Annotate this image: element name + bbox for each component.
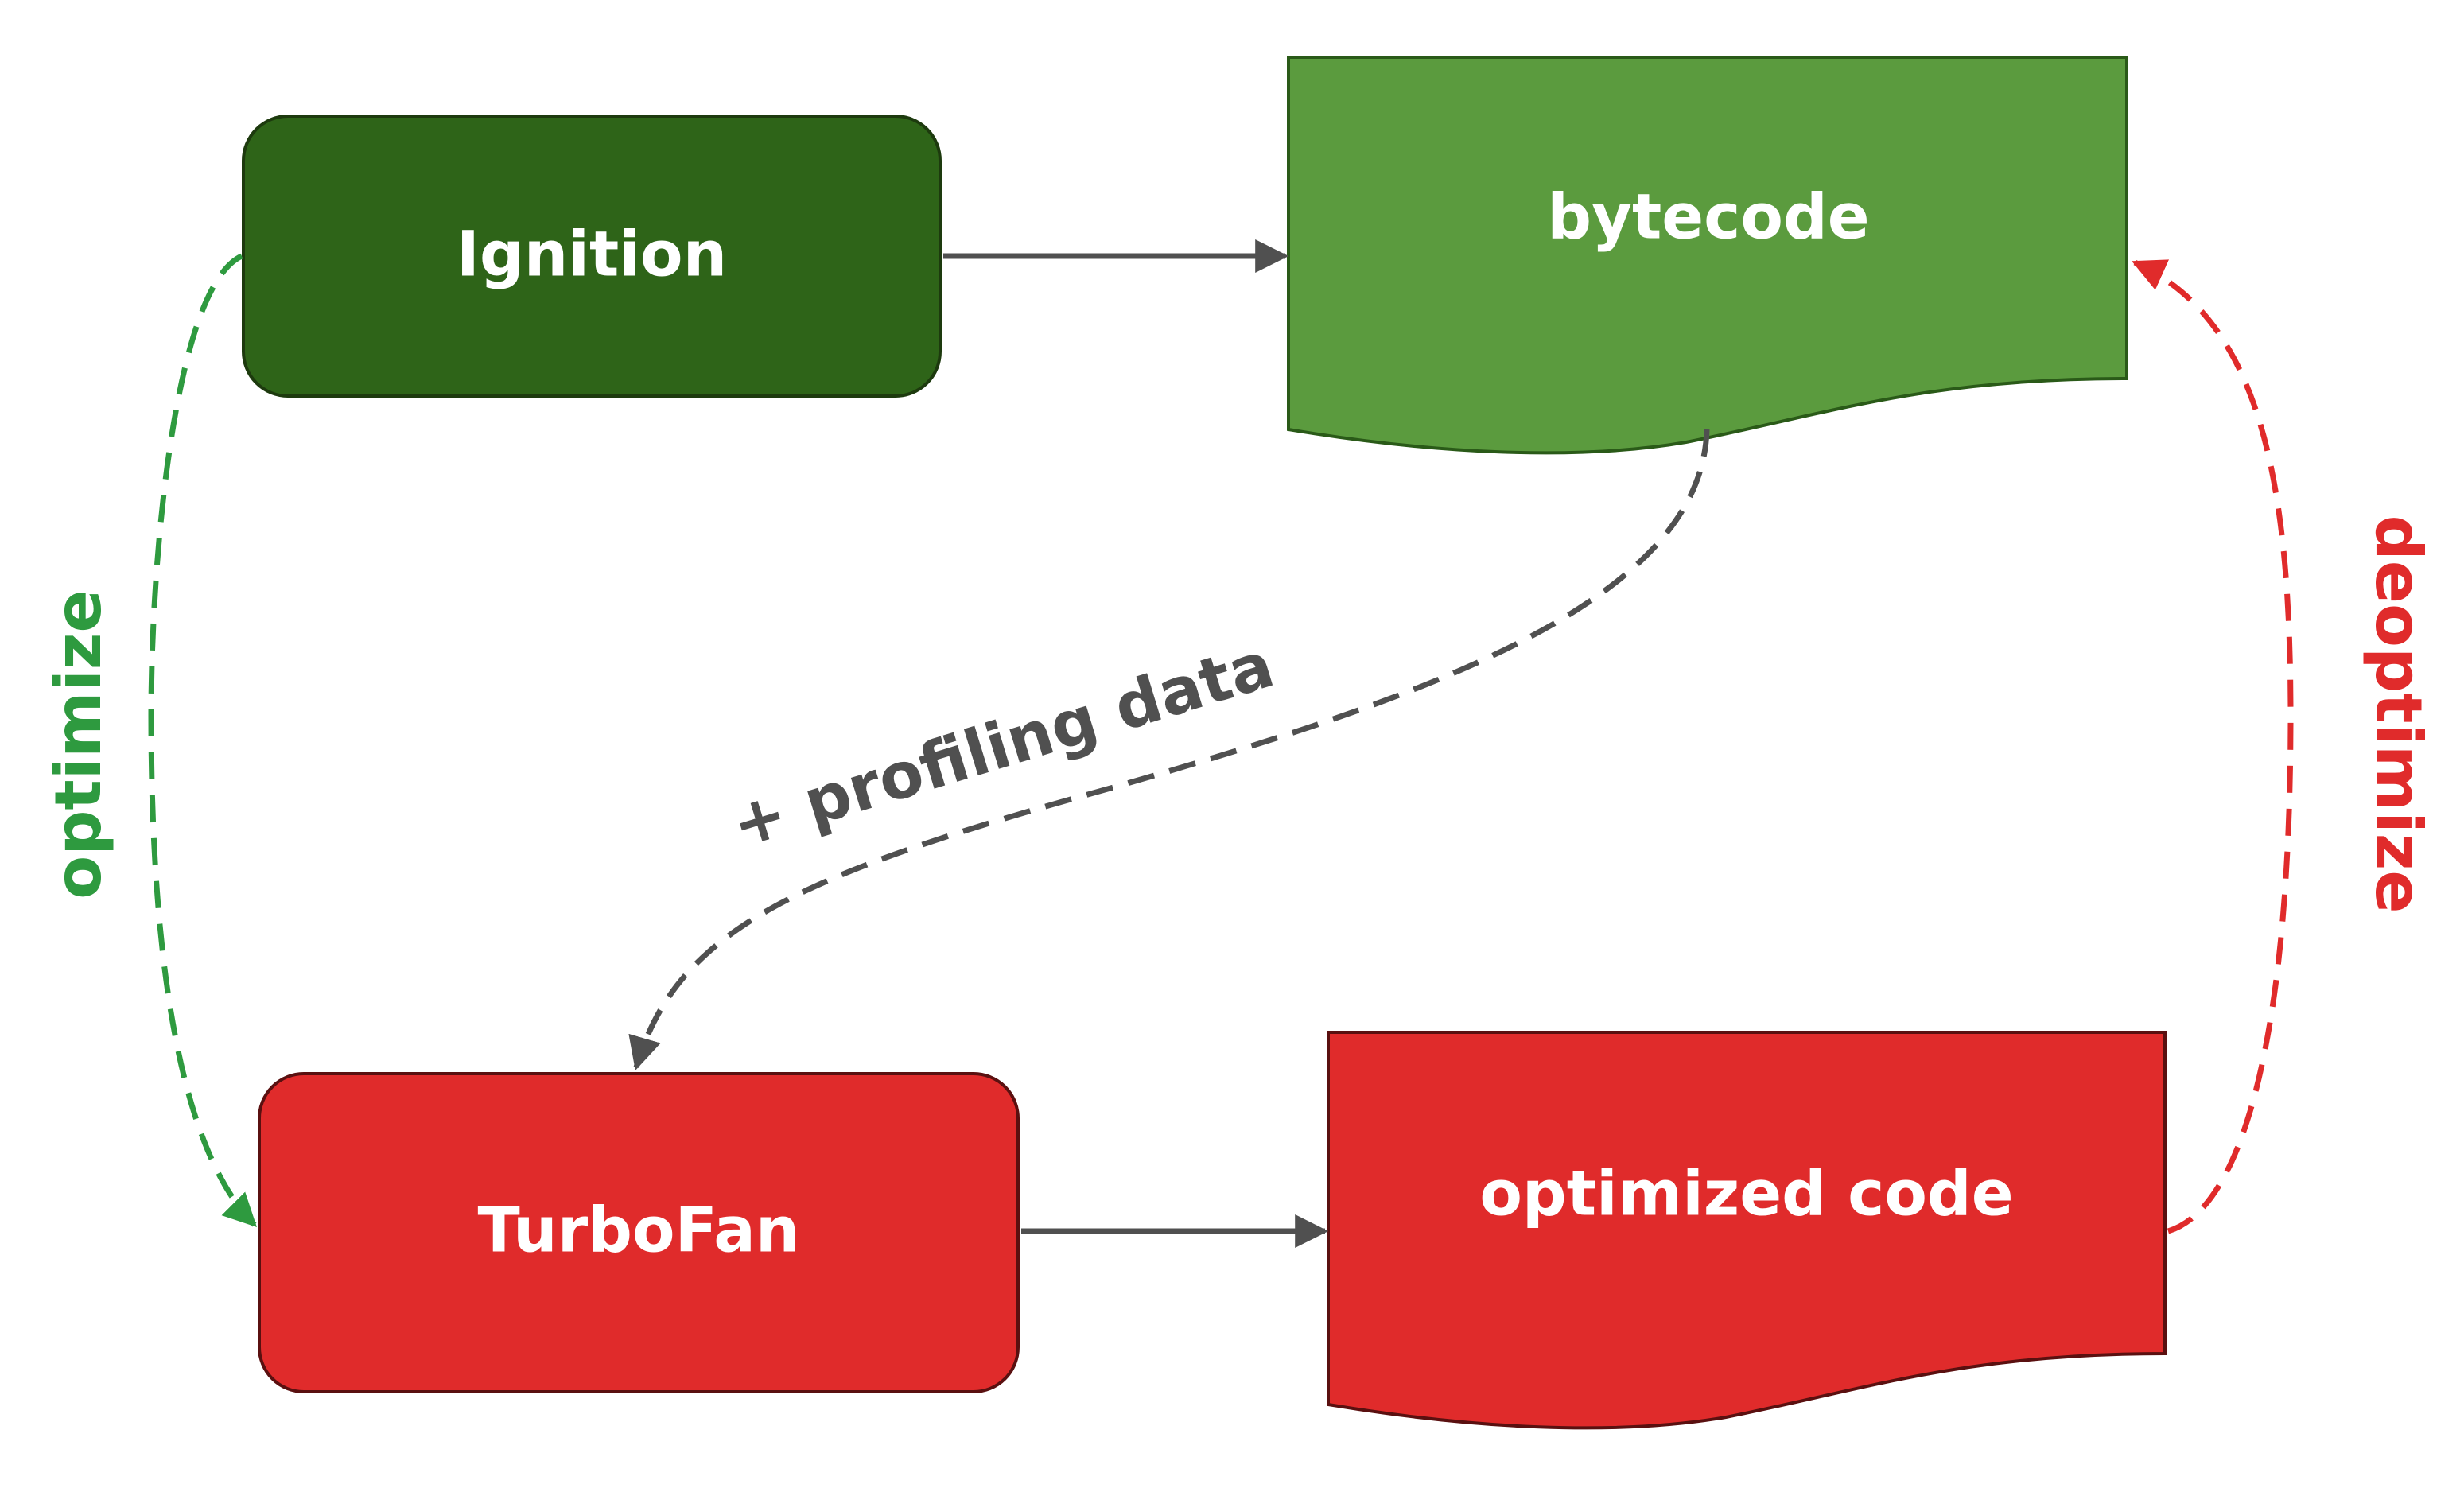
optimize-edge [148, 253, 257, 1227]
optimized-code-node: optimized code [1327, 1031, 2167, 1430]
optimize-label: optimize [41, 589, 115, 899]
bytecode-label: bytecode [1547, 181, 1869, 253]
optimized-code-label: optimized code [1479, 1158, 2013, 1230]
profiling-data-label: + profiling data [723, 627, 1282, 862]
turbofan-label: TurboFan [478, 1195, 800, 1266]
turbofan-node: TurboFan [258, 1072, 1020, 1393]
deoptimize-label: deoptimize [2361, 515, 2435, 913]
bytecode-node: bytecode [1287, 56, 2128, 455]
ignition-node: Ignition [242, 115, 942, 398]
profiling-data-edge [628, 429, 1710, 1071]
deoptimize-edge [2132, 259, 2294, 1234]
ignition-label: Ignition [457, 219, 727, 290]
